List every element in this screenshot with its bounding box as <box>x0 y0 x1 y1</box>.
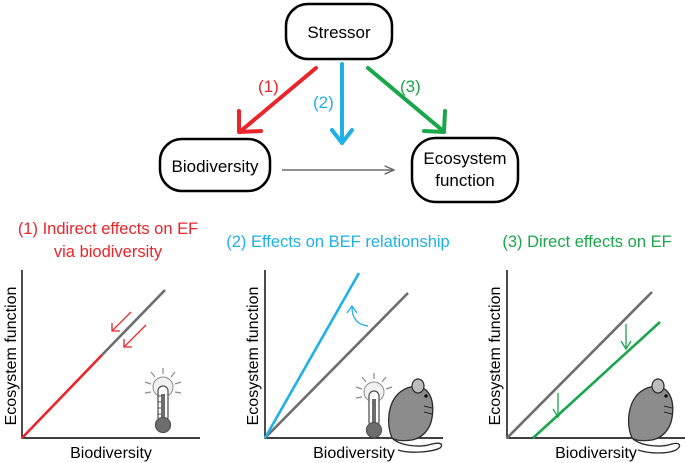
arrow-bef <box>330 62 354 145</box>
arrow-label-2: (2) <box>313 93 334 112</box>
rodent-icon <box>627 378 681 454</box>
concept-diagram: Stressor Biodiversity Ecosystem function… <box>158 2 520 204</box>
biodiversity-node: Biodiversity <box>158 137 272 193</box>
arrow-direct <box>366 66 447 134</box>
rodent-icon <box>387 378 443 453</box>
arrow-label-1: (1) <box>258 77 279 96</box>
panel-1-title-line2: via biodiversity <box>54 243 163 261</box>
panel-3-ylabel: Ecosystem function <box>487 287 504 426</box>
panel-3-grey-line <box>506 291 653 439</box>
panel-1-grey-line <box>101 289 166 356</box>
arrow-label-3: (3) <box>400 77 421 96</box>
panel-3-xlabel: Biodiversity <box>555 445 637 462</box>
panel-2-ylabel: Ecosystem function <box>245 287 262 426</box>
stressor-label: Stressor <box>307 23 371 42</box>
panel-1-arrows <box>111 311 147 348</box>
biodiversity-label: Biodiversity <box>172 157 259 176</box>
panel-1-xlabel: Biodiversity <box>70 445 152 462</box>
thermometer-sun-icon <box>144 368 182 434</box>
panel-2-blue-line <box>263 272 361 439</box>
ecosystem-function-label-line1: Ecosystem <box>423 149 506 168</box>
panel-2-xlabel: Biodiversity <box>313 445 395 462</box>
stressor-node: Stressor <box>284 2 394 61</box>
ecosystem-function-node: Ecosystem function <box>410 136 520 204</box>
panel-3-title: (3) Direct effects on EF <box>502 233 671 251</box>
arrow-indirect <box>237 66 318 134</box>
panel-indirect: (1) Indirect effects on EF via biodivers… <box>3 220 200 462</box>
panel-1-title-line1: (1) Indirect effects on EF <box>18 220 198 238</box>
thermometer-sun-icon <box>355 373 393 439</box>
panel-2-title: (2) Effects on BEF relationship <box>226 233 449 251</box>
panel-2-rotation-arrow <box>346 304 369 327</box>
panel-1-axes <box>21 270 200 439</box>
panel-3-shift-arrows <box>552 324 632 419</box>
panel-1-ylabel: Ecosystem function <box>3 287 20 426</box>
panel-direct: (3) Direct effects on EF Ecosystem funct… <box>487 233 685 462</box>
panel-bef: (2) Effects on BEF relationship Ecosyste… <box>226 233 449 462</box>
panel-1-red-line <box>21 354 103 439</box>
panel-2-grey-line <box>264 292 409 439</box>
ecosystem-function-label-line2: function <box>435 171 495 190</box>
panel-3-green-line <box>532 321 661 439</box>
